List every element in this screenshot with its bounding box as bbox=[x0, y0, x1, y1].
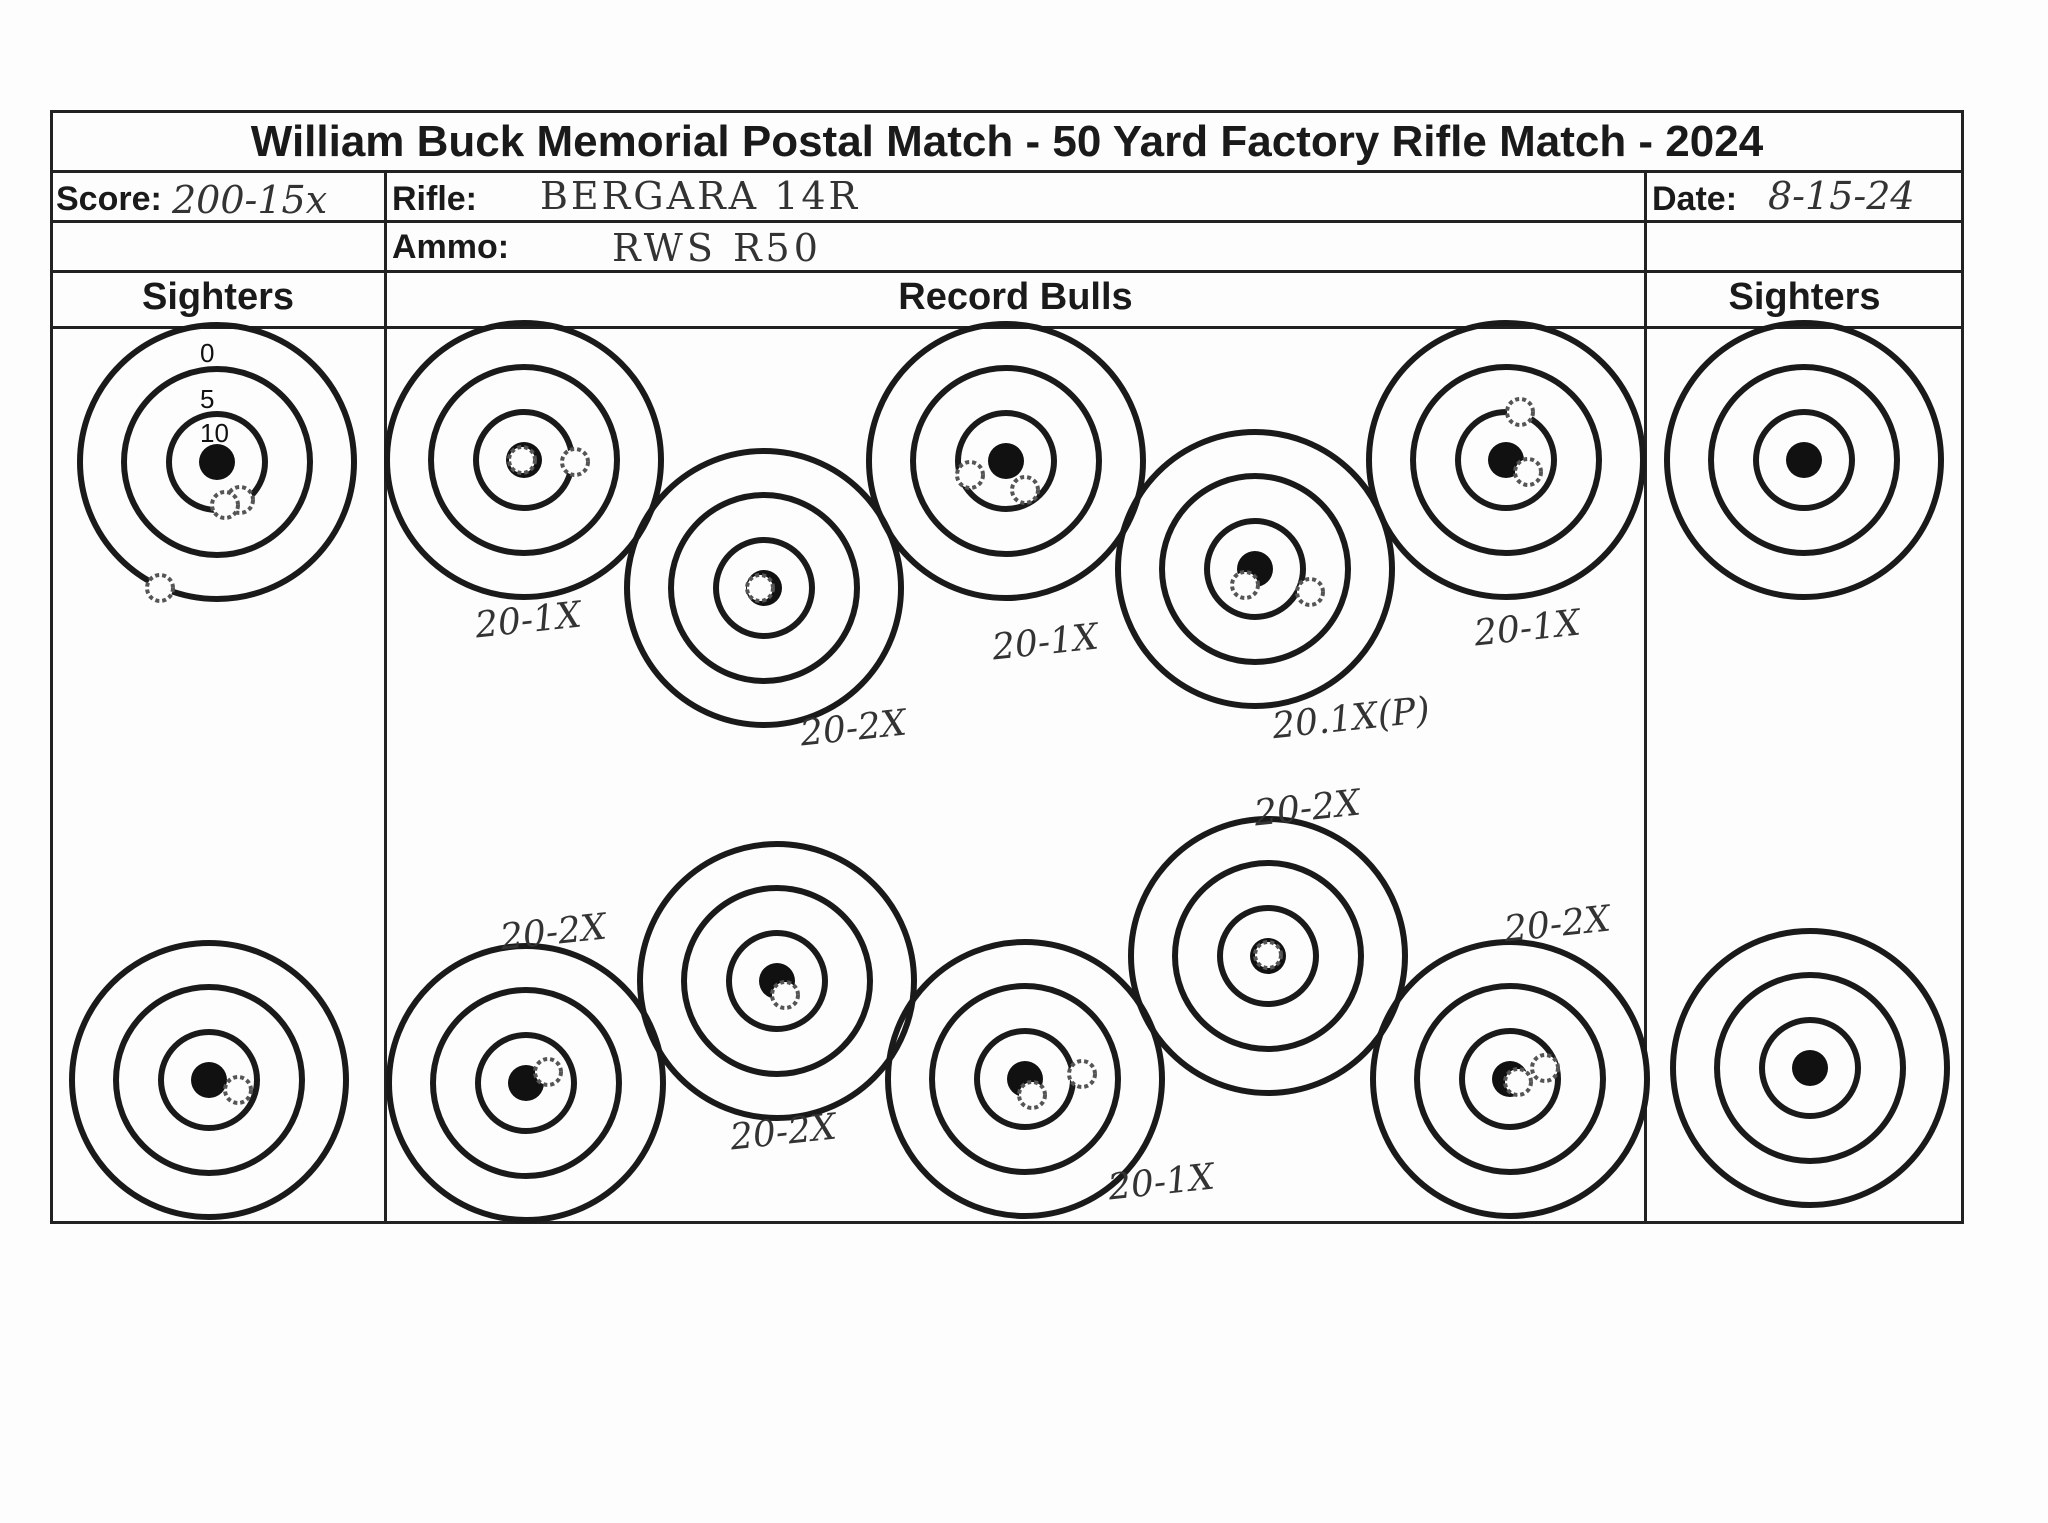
score-label: Score: bbox=[56, 180, 162, 218]
record-target bbox=[386, 943, 666, 1223]
shot-hole bbox=[533, 1057, 563, 1087]
sighter-target bbox=[69, 940, 349, 1220]
target-ring bbox=[1708, 364, 1900, 556]
target-ring bbox=[624, 448, 904, 728]
ring-label-0: 0 bbox=[200, 338, 215, 368]
record-target bbox=[866, 321, 1146, 601]
target-ring bbox=[386, 943, 666, 1223]
target-ring bbox=[1217, 905, 1319, 1007]
target-ring bbox=[681, 885, 873, 1077]
target-ring bbox=[1670, 928, 1950, 1208]
record-target bbox=[384, 320, 664, 600]
bullseye bbox=[191, 1062, 227, 1098]
target-ring bbox=[1410, 364, 1602, 556]
divider bbox=[50, 270, 1964, 273]
target-ring bbox=[1459, 1028, 1561, 1130]
target-ring bbox=[428, 364, 620, 556]
shot-hole bbox=[1253, 940, 1283, 970]
shot-hole bbox=[1505, 397, 1535, 427]
target-ring bbox=[1455, 409, 1557, 511]
record-target bbox=[624, 448, 904, 728]
divider bbox=[50, 220, 1964, 223]
rifle-value: BERGARA 14R bbox=[540, 174, 861, 218]
shot-hole bbox=[223, 1075, 253, 1105]
divider bbox=[1644, 170, 1647, 1224]
target-ring bbox=[726, 930, 828, 1032]
target-ring bbox=[929, 983, 1121, 1175]
target-ring bbox=[1370, 939, 1650, 1219]
target-ring bbox=[866, 321, 1146, 601]
bullseye bbox=[1786, 442, 1822, 478]
record-target bbox=[1128, 816, 1408, 1096]
sighter-target bbox=[1664, 320, 1944, 600]
target-ring bbox=[1759, 1017, 1861, 1119]
score-card-table bbox=[50, 110, 1964, 1224]
ammo-label: Ammo: bbox=[392, 228, 510, 266]
shot-hole bbox=[1295, 577, 1325, 607]
record-target bbox=[1370, 939, 1650, 1219]
target-ring bbox=[955, 410, 1057, 512]
date-value: 8-15-24 bbox=[1768, 174, 1915, 218]
shot-hole bbox=[1503, 1067, 1533, 1097]
target-ring bbox=[1115, 429, 1395, 709]
bullseye bbox=[1792, 1050, 1828, 1086]
shot-hole bbox=[210, 490, 240, 520]
target-ring bbox=[637, 841, 917, 1121]
record-target bbox=[637, 841, 917, 1121]
date-label: Date: bbox=[1652, 180, 1738, 218]
ring-label-5: 5 bbox=[200, 384, 215, 414]
shot-hole bbox=[1067, 1059, 1097, 1089]
target-ring bbox=[384, 320, 664, 600]
sighter-target bbox=[77, 322, 357, 603]
target-ring bbox=[1159, 473, 1351, 665]
right-sighters-header: Sighters bbox=[1728, 276, 1881, 318]
shot-hole bbox=[1513, 457, 1543, 487]
target-ring bbox=[1414, 983, 1606, 1175]
shot-hole bbox=[955, 460, 985, 490]
target-ring bbox=[121, 366, 313, 558]
divider bbox=[384, 170, 387, 1224]
target-ring bbox=[158, 1029, 260, 1131]
target-ring bbox=[113, 984, 305, 1176]
shot-hole bbox=[1530, 1053, 1560, 1083]
shot-hole bbox=[1010, 475, 1040, 505]
match-title: William Buck Memorial Postal Match - 50 … bbox=[250, 117, 1764, 166]
target-ring bbox=[1753, 409, 1855, 511]
bullseye bbox=[988, 443, 1024, 479]
target-ring bbox=[1664, 320, 1944, 600]
divider bbox=[50, 170, 1964, 173]
score-value: 200-15x bbox=[172, 178, 328, 222]
shot-hole bbox=[560, 447, 590, 477]
record-target bbox=[885, 939, 1165, 1219]
shot-hole bbox=[145, 573, 175, 603]
divider bbox=[50, 326, 1964, 329]
target-ring bbox=[1128, 816, 1408, 1096]
target-ring bbox=[430, 987, 622, 1179]
ring-label-10: 10 bbox=[200, 418, 229, 448]
target-ring bbox=[1366, 320, 1646, 600]
target-ring bbox=[1172, 860, 1364, 1052]
target-ring bbox=[910, 365, 1102, 557]
sighter-target bbox=[1670, 928, 1950, 1208]
target-ring bbox=[668, 492, 860, 684]
target-ring bbox=[475, 1032, 577, 1134]
left-sighters-header: Sighters bbox=[141, 276, 295, 318]
shot-hole bbox=[770, 980, 800, 1010]
ammo-value: RWS R50 bbox=[612, 226, 822, 270]
record-bulls-header: Record Bulls bbox=[898, 276, 1133, 318]
target-ring bbox=[713, 537, 815, 639]
target-ring bbox=[1714, 972, 1906, 1164]
target-ring bbox=[69, 940, 349, 1220]
record-target bbox=[1115, 429, 1395, 709]
shot-hole bbox=[1230, 570, 1260, 600]
target-ring bbox=[885, 939, 1165, 1219]
record-target bbox=[1366, 320, 1646, 600]
target-ring bbox=[77, 322, 357, 602]
shot-hole bbox=[745, 573, 775, 603]
target-ring bbox=[1204, 518, 1306, 620]
shot-hole bbox=[1017, 1080, 1047, 1110]
shot-hole bbox=[507, 445, 537, 475]
rifle-label: Rifle: bbox=[392, 180, 477, 218]
bullseye bbox=[199, 444, 235, 480]
